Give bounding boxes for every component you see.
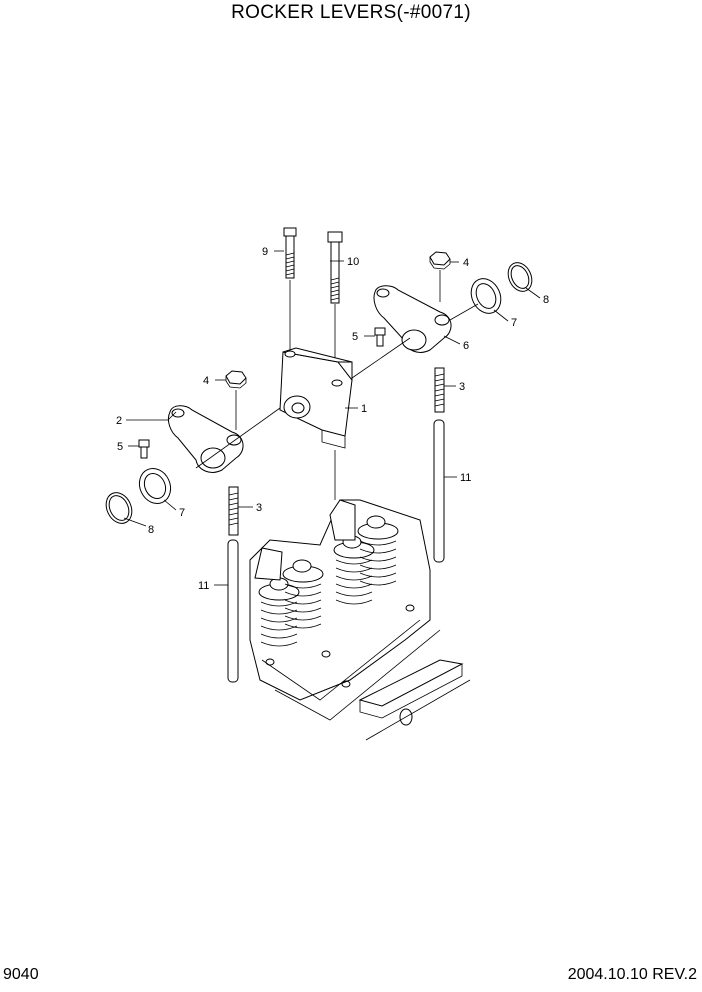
callout-9: 9 xyxy=(262,246,268,258)
cylinder-head-assembly xyxy=(249,499,471,741)
shaft-axis-right xyxy=(351,337,411,379)
washer-7-left[interactable] xyxy=(134,463,176,508)
callout-4-right: 4 xyxy=(463,257,469,269)
rocker-lever-6[interactable] xyxy=(373,285,452,353)
valve-spring-1 xyxy=(258,577,300,647)
adjust-screw-5-right[interactable] xyxy=(374,327,386,347)
snap-ring-8-right[interactable] xyxy=(504,259,537,295)
snap-ring-8-left[interactable] xyxy=(101,488,136,527)
callout-2: 2 xyxy=(116,415,122,427)
valve-spring-2 xyxy=(282,559,324,629)
callout-8-right: 8 xyxy=(543,294,549,306)
callout-8-left: 8 xyxy=(148,524,154,536)
callout-7-left: 7 xyxy=(179,507,185,519)
bolt-9[interactable] xyxy=(283,227,297,279)
rail-edge xyxy=(365,679,471,741)
nut-4-right[interactable] xyxy=(429,251,451,270)
adjuster-3-right[interactable] xyxy=(434,367,445,413)
callout-3-left: 3 xyxy=(256,502,262,514)
callout-5-left: 5 xyxy=(117,441,123,453)
page-title: ROCKER LEVERS(-#0071) xyxy=(231,2,471,23)
callout-4-left: 4 xyxy=(203,375,209,387)
callout-5-right: 5 xyxy=(352,331,358,343)
callout-7-right: 7 xyxy=(511,317,517,329)
pushrod-11-left[interactable] xyxy=(227,539,239,683)
callout-11-right: 11 xyxy=(460,472,471,484)
shaft-axis-right-ext xyxy=(449,303,479,321)
adjust-screw-5-left[interactable] xyxy=(138,439,150,459)
valve-spring-3 xyxy=(333,535,375,605)
rocker-bracket-1[interactable] xyxy=(279,347,353,449)
adjuster-3-left[interactable] xyxy=(228,486,239,536)
pushrod-11-right[interactable] xyxy=(433,419,445,563)
date-revision: 2004.10.10 REV.2 xyxy=(567,966,697,983)
head-boss xyxy=(329,499,356,541)
shaft-axis-left xyxy=(195,407,281,469)
rocker-lever-2[interactable] xyxy=(167,405,244,473)
callout-11-left: 11 xyxy=(198,580,209,592)
nut-4-left[interactable] xyxy=(225,370,247,389)
callout-10: 10 xyxy=(347,256,359,268)
callout-1: 1 xyxy=(361,403,367,415)
valve-spring-4 xyxy=(357,515,399,586)
callout-6: 6 xyxy=(463,340,469,352)
washer-7-right[interactable] xyxy=(466,274,507,318)
head-boss xyxy=(254,547,283,581)
page-number: 9040 xyxy=(3,966,39,983)
callout-3-right: 3 xyxy=(459,381,465,393)
leader-lines xyxy=(123,250,541,586)
bolt-10[interactable] xyxy=(327,231,343,304)
